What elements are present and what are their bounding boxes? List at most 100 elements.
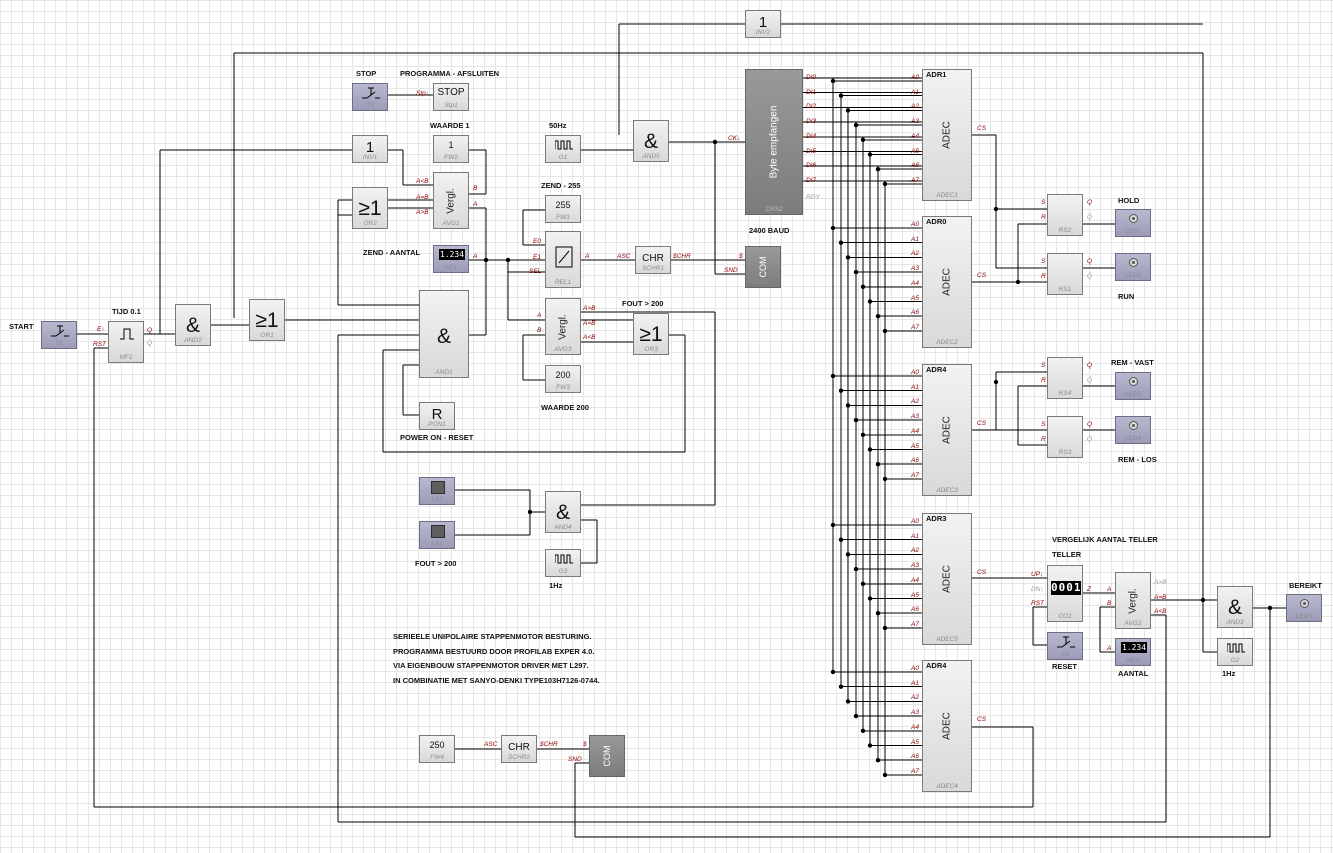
pin-address: A2 [911,103,919,111]
generator-g1[interactable]: G1 [545,135,581,163]
or-gate-or2[interactable]: ≥1 OR2 [352,187,388,229]
pin-a-lt-b: A<B [416,178,429,185]
inverter-inv1[interactable]: 1 INV1 [352,135,388,163]
led-led1: LED1 [1115,209,1151,237]
gate-symbol: 1 [758,14,768,31]
rs-flipflop-rs2[interactable]: RS2 [1047,194,1083,236]
fixed-value-fw4[interactable]: 250 FW4 [419,735,455,763]
monoflop-mf1[interactable]: MF1 [108,321,144,363]
pin-address: A1 [911,383,919,391]
relay-rel1[interactable]: REL1 [545,231,581,288]
pin-address: A3 [911,709,919,717]
pin-q: Q [1087,421,1093,428]
power-on-reset-pon1[interactable]: R PON1 [419,402,455,430]
block-name: LA2 [431,496,443,503]
or-gate-or1[interactable]: ≥1 OR1 [249,299,285,341]
pin-di: DI5 [806,147,817,155]
start-switch[interactable]: T1 [41,321,77,349]
pin-address: A7 [911,323,919,331]
pin-q: Q [147,327,153,334]
block-name: NE2 [1126,657,1140,664]
and-gate-and1[interactable]: & AND1 [419,290,469,378]
fixed-value-fw3[interactable]: 200 FW3 [545,365,581,393]
junction-dot [845,108,851,113]
baud-label: 2400 BAUD [749,226,790,235]
gate-symbol: & [1227,596,1242,619]
pin-s: $ [739,253,743,260]
and-gate-and5[interactable]: & AND5 [633,120,669,162]
pin-cs: CS [977,125,987,132]
pin-address: A3 [911,265,919,273]
rs-flipflop-rs4[interactable]: RS4 [1047,357,1083,399]
stop-block-stp1[interactable]: STOP Stp1 [433,83,469,111]
block-name: T3 [366,102,374,109]
teller-label: TELLER [1052,550,1082,559]
block-name: G1 [558,154,568,161]
comparator-symbol: Vergl. [557,313,569,340]
byte-receiver-crs2[interactable]: Byte empfangen CRS2 [745,69,803,215]
gate-symbol: & [436,325,451,348]
pin-qn: Q̄ [1087,214,1093,221]
rs-flipflop-rs3[interactable]: RS3 [1047,416,1083,458]
or-gate-or3[interactable]: ≥1 OR3 [633,313,669,355]
char-block-schr1[interactable]: CHR SCHR1 [635,246,671,274]
adr4-label-top: ADR4 [926,365,947,374]
pin-qn: Q̄ [147,340,153,347]
pin-address: A0 [911,369,919,376]
address-decoder-adec3[interactable]: ADEC ADEC3 [922,364,972,496]
pin-reset: R [1041,436,1046,443]
pin-address: A0 [911,74,919,81]
com-symbol: COM [602,745,612,767]
waarde1-label: WAARDE 1 [430,121,470,130]
generator-g3[interactable]: G3 [545,549,581,577]
and-gate-and4[interactable]: & AND4 [545,491,581,533]
block-name: AVG1 [442,220,460,227]
pin-address: A0 [911,665,919,672]
hz1-label-left: 1Hz [549,581,563,590]
programma-afsluiten-label: PROGRAMMA - AFSLUITEN [400,69,500,78]
comparator-avg3[interactable]: Vergl. AVG3 [545,298,581,355]
reset-symbol: R [431,406,443,423]
block-name: AND4 [554,524,572,531]
stop-label: STOP [356,69,377,78]
junction-dot [1267,605,1273,611]
com-block-scs3[interactable]: COM SCS3 [589,735,625,777]
pin-address: A6 [911,309,919,317]
block-name: OR2 [363,220,377,227]
pin-e1: E1 [533,254,541,261]
stop-switch-t3[interactable]: T3 [352,83,388,111]
rs-flipflop-rs1[interactable]: RS1 [1047,253,1083,295]
pin-ck: CK↓ [728,135,741,142]
pin-di: DI0 [806,74,817,81]
reset-switch-t2[interactable]: T2 [1047,632,1083,660]
com-block-scs1[interactable]: COM SCS1 [745,246,781,288]
comparator-avg2[interactable]: Vergl. AVG2 [1115,572,1151,629]
and-gate-and2[interactable]: & AND2 [175,304,211,346]
counter-co1[interactable]: 0001 CO1 [1047,565,1083,622]
fixed-value-fw1[interactable]: 255 FW1 [545,195,581,223]
pin-address: A3 [911,413,919,421]
junction-dot [838,537,844,542]
tijd-label: TIJD 0.1 [112,307,141,316]
junction-dot [875,611,881,616]
address-decoder-adec5[interactable]: ADEC ADEC5 [922,513,972,645]
fixed-value-fw2[interactable]: 1 FW2 [433,135,469,163]
block-name: CRS2 [765,206,783,213]
pin-address: A0 [911,518,919,525]
address-decoder-adec4[interactable]: ADEC ADEC4 [922,660,972,792]
address-decoder-adec2[interactable]: ADEC ADEC2 [922,216,972,348]
char-block-schr2[interactable]: CHR SCHR2 [501,735,537,763]
lamp-la1: LA1 [419,521,455,549]
pin-snd: SND [724,267,738,274]
address-decoder-adec1[interactable]: ADEC ADEC1 [922,69,972,201]
comparator-avg1[interactable]: Vergl. AVG1 [433,172,469,229]
pin-q: Q [1087,258,1093,265]
block-name: RS4 [1058,390,1072,397]
and-gate-and3[interactable]: & AND3 [1217,586,1253,628]
pin-asc: ASC [484,741,498,748]
generator-g2[interactable]: G2 [1217,638,1253,666]
inverter-inv2[interactable]: 1 INV2 [745,10,781,38]
pin-schr: $CHR [673,253,691,260]
led-icon [1129,421,1138,430]
pin-address: A7 [911,620,919,628]
